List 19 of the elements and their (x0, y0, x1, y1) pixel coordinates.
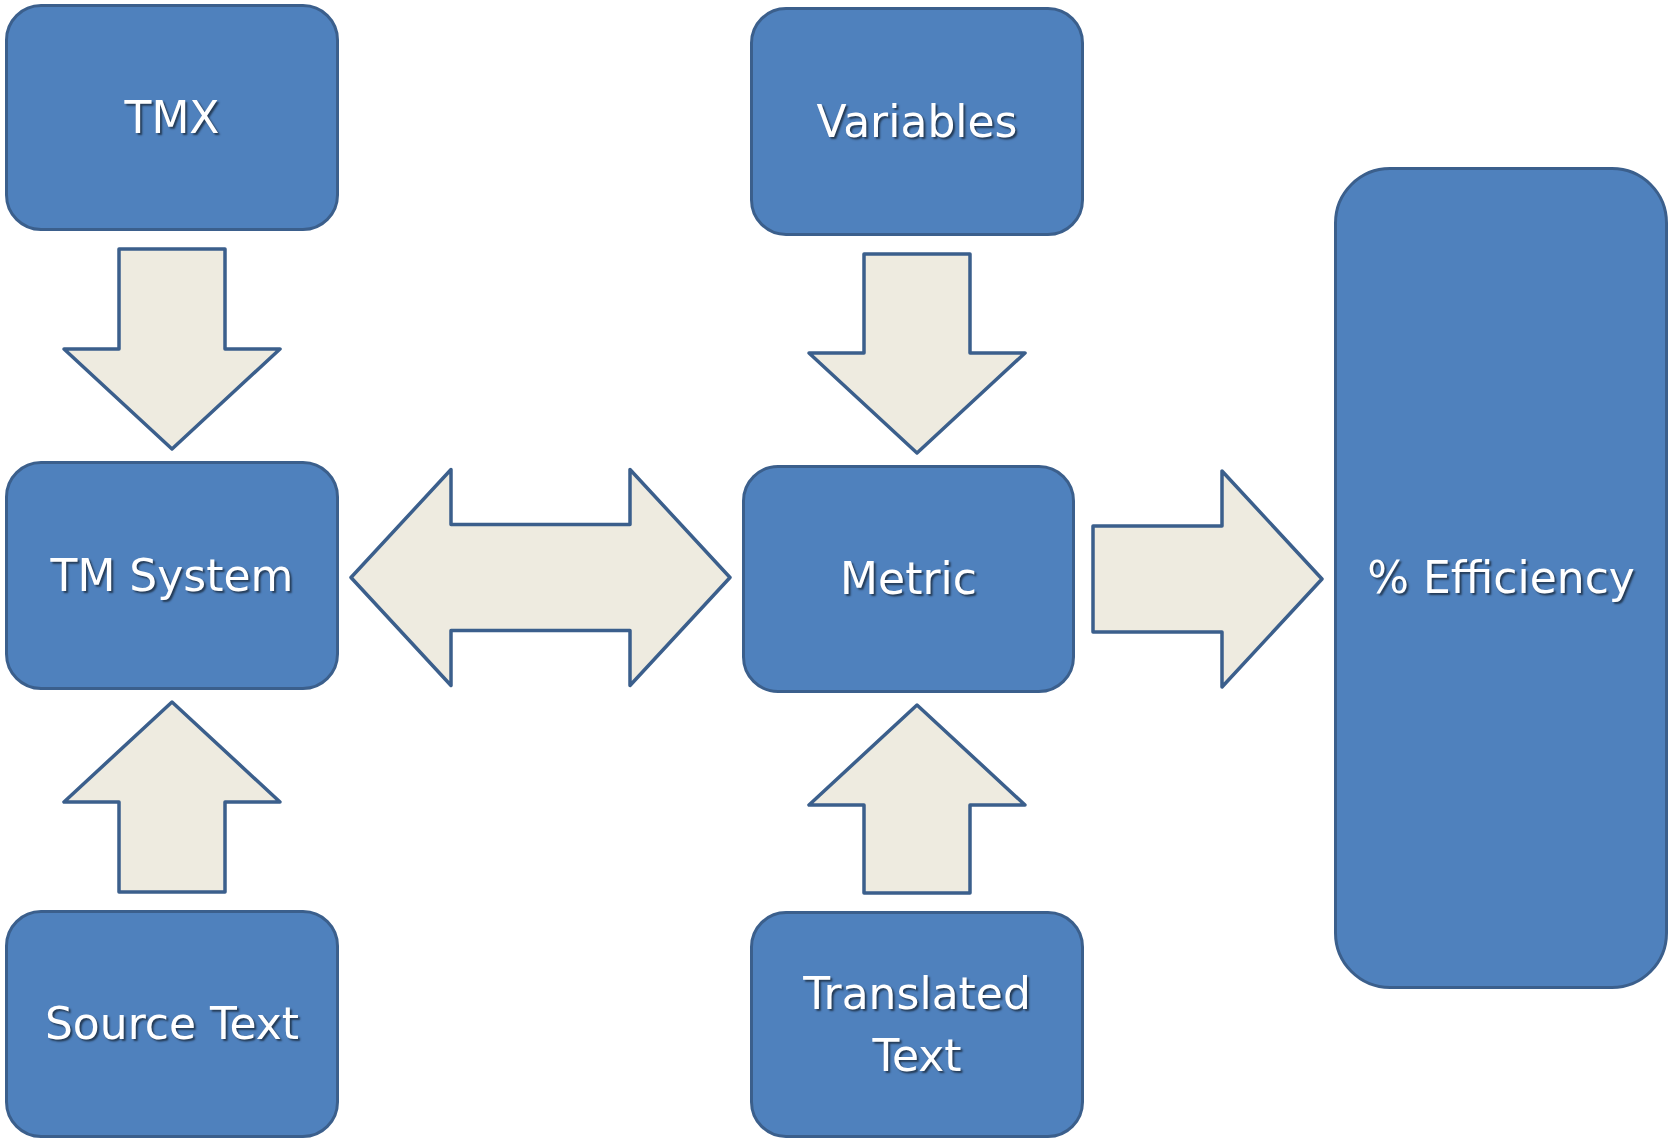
rounded-box (5, 4, 339, 231)
rounded-box (750, 7, 1084, 236)
box-label: Variables (816, 94, 1018, 149)
box-label: % Efficiency (1367, 551, 1635, 606)
rounded-box (5, 461, 339, 690)
box-label: Metric (840, 552, 977, 607)
box-label: Source Text (44, 997, 300, 1052)
box-label: TMX (124, 90, 220, 145)
block-arrow (62, 247, 282, 451)
block-arrow (62, 700, 282, 894)
rounded-box (742, 465, 1075, 693)
rounded-box (1334, 167, 1668, 989)
rounded-box (5, 910, 339, 1138)
block-arrow (807, 252, 1027, 455)
box-label: Translated Text (802, 966, 1032, 1083)
block-arrow (1091, 469, 1324, 689)
block-arrow (807, 703, 1027, 895)
rounded-box (750, 911, 1084, 1138)
box-label: TM System (50, 548, 294, 603)
